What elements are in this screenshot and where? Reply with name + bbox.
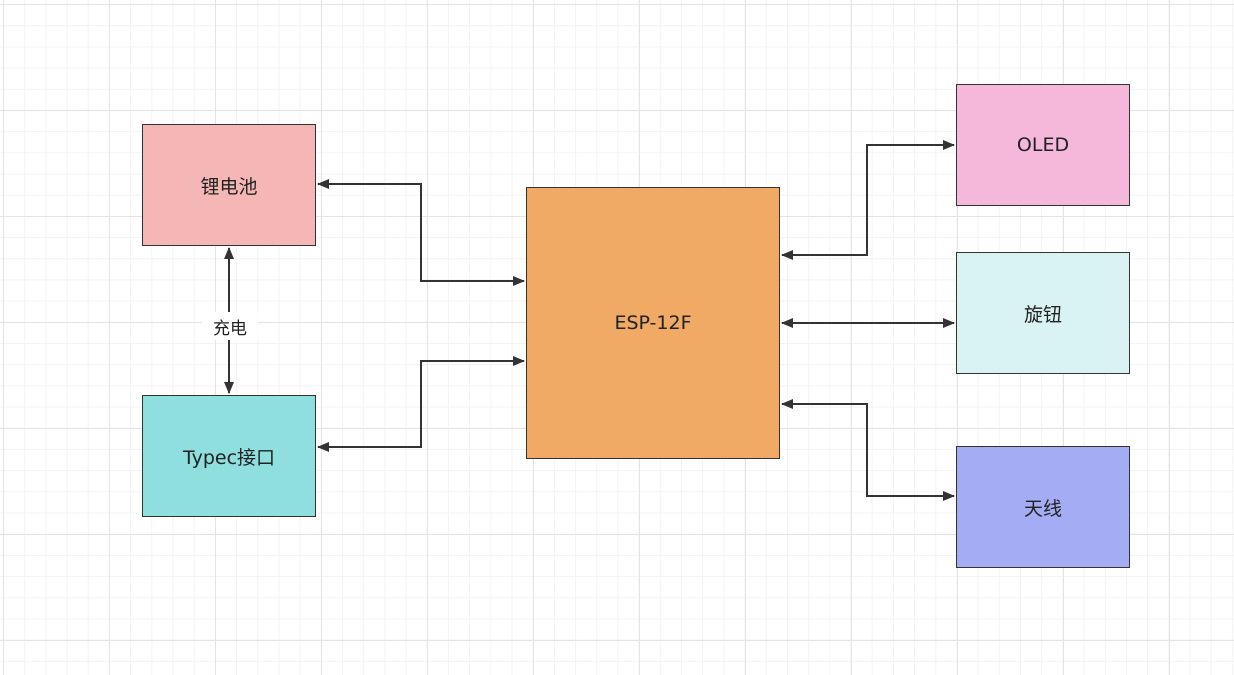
connector-esp-antenna[interactable]	[781, 399, 955, 501]
charging-label: 充电	[202, 312, 258, 340]
antenna-node[interactable]: 天线	[956, 446, 1130, 568]
battery-label: 锂电池	[200, 175, 258, 198]
esp-module-node[interactable]: ESP-12F	[526, 187, 780, 459]
connector-esp-typec[interactable]	[317, 356, 525, 452]
connector-esp-battery[interactable]	[317, 179, 525, 286]
typec-port-label: Typec接口	[182, 446, 276, 469]
knob-node[interactable]: 旋钮	[956, 252, 1130, 374]
battery-node[interactable]: 锂电池	[142, 124, 316, 246]
typec-port-node[interactable]: Typec接口	[142, 395, 316, 517]
antenna-label: 天线	[1023, 497, 1062, 520]
knob-label: 旋钮	[1023, 303, 1062, 326]
connector-esp-oled[interactable]	[781, 140, 955, 260]
oled-label: OLED	[1016, 134, 1070, 156]
oled-node[interactable]: OLED	[956, 84, 1130, 206]
esp-module-label: ESP-12F	[614, 312, 692, 334]
